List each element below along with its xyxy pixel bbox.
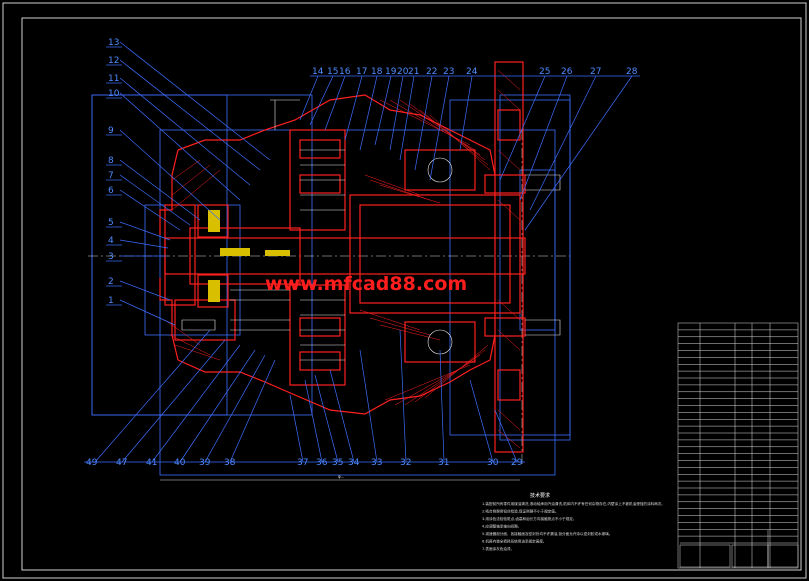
part-label-15: 15 [327,67,338,77]
dimension-line: φ... [160,474,520,481]
part-label-18: 18 [371,67,383,77]
watermark-text: www.mfcad88.com [265,273,467,295]
title-block [677,322,799,569]
part-label-32: 32 [400,458,411,468]
tech-req-line: 2.啮合侧隙用铅丝检验,保证侧隙不小于规定值。 [482,509,558,514]
part-label-24: 24 [466,67,478,77]
part-label-31: 31 [438,458,449,468]
part-label-10: 10 [108,89,120,99]
part-label-27: 27 [590,67,601,77]
part-label-25: 25 [539,67,550,77]
technical-requirements: 技术要求 1.装配前所有零件用煤油清洗,滚动轴承用汽油清洗,机体内不许有任何杂物… [482,492,665,551]
part-label-17: 17 [356,67,367,77]
part-label-13: 13 [108,38,119,48]
part-label-1: 1 [108,296,114,306]
part-label-2: 2 [108,277,114,287]
tech-req-line: 6.机座内装全损耗系统用油至规定高度。 [482,539,547,544]
part-label-34: 34 [348,458,360,468]
tech-req-line: 1.装配前所有零件用煤油清洗,滚动轴承用汽油清洗,机体内不许有任何杂物存在,内壁… [482,501,665,506]
tech-req-line: 3.用涂色法检验斑点,齿高和齿长方向接触斑点不小于规定。 [482,516,576,521]
tech-req-line: 7.表面涂灰色油漆。 [482,546,514,551]
part-label-29: 29 [511,458,523,468]
part-label-3: 3 [108,252,114,262]
part-label-6: 6 [108,186,114,196]
gearbox-assembly [159,61,526,453]
part-label-22: 22 [426,67,437,77]
dimension-text: φ... [338,474,344,479]
part-label-5: 5 [108,218,114,228]
part-label-49: 49 [86,458,98,468]
part-label-40: 40 [174,458,186,468]
labels-bottom: 49 47 41 40 39 38 37 36 35 34 33 32 31 30 29 [84,458,525,468]
tech-req-line: 4.应调整轴承轴向间隙。 [482,524,521,529]
part-label-21: 21 [408,67,419,77]
part-label-4: 4 [108,236,114,246]
part-label-39: 39 [199,458,211,468]
part-label-9: 9 [108,126,114,136]
part-label-7: 7 [108,171,114,181]
part-label-20: 20 [397,67,409,77]
part-label-23: 23 [443,67,454,77]
tech-req-title: 技术要求 [530,492,550,499]
detail-lines [181,99,561,361]
part-label-38: 38 [224,458,236,468]
part-label-47: 47 [116,458,127,468]
part-label-12: 12 [108,56,119,66]
part-label-16: 16 [339,67,351,77]
part-label-35: 35 [332,458,343,468]
yellow-components [208,210,290,302]
part-label-14: 14 [312,67,324,77]
tech-req-line: 5.减速器剖分面、各接触面及密封处均不许漏油,剖分面允许涂以密封胶或水玻璃。 [482,531,612,536]
part-label-8: 8 [108,156,114,166]
part-label-28: 28 [626,67,638,77]
inner-frame [21,17,802,571]
part-label-26: 26 [561,67,573,77]
leader-lines [94,41,633,463]
part-label-36: 36 [316,458,328,468]
labels-left: 13 12 11 10 9 8 7 6 5 4 3 2 1 [106,38,122,306]
part-label-30: 30 [487,458,499,468]
section-hatching [164,69,521,449]
part-label-11: 11 [108,74,119,84]
part-label-37: 37 [297,458,308,468]
part-label-19: 19 [385,67,397,77]
part-label-33: 33 [371,458,382,468]
part-label-41: 41 [146,458,157,468]
